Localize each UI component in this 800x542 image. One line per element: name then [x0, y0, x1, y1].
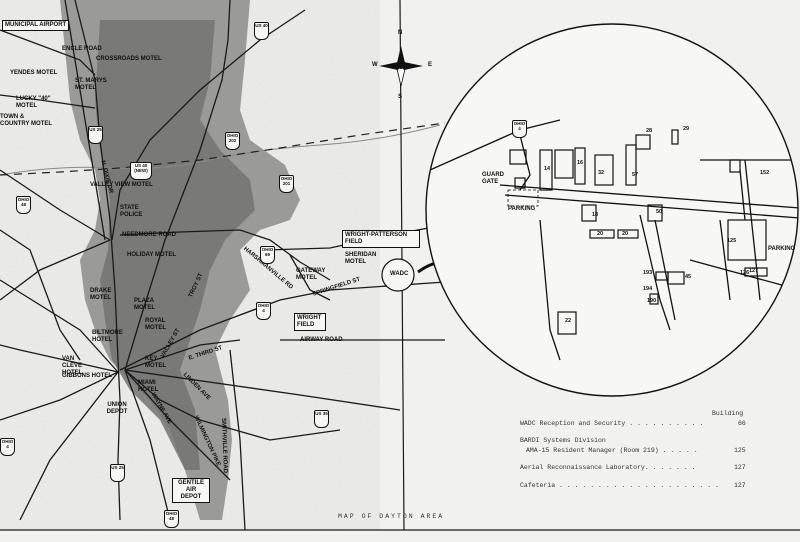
gibbons-hotel-label: GIBBONS HOTEL	[62, 373, 113, 379]
wright-patterson-field-label: WRIGHT-PATTERSON FIELD	[342, 230, 420, 248]
us-25-shield-north: US 25	[88, 126, 103, 144]
legend-row-3-text: AMA-15 Resident Manager (Room 219) . . .…	[526, 447, 698, 454]
drake-motel-label: DRAKE MOTEL	[90, 288, 112, 301]
town-country-motel-label: TOWN & COUNTRY MOTEL	[0, 114, 52, 127]
gateway-motel-label: GATEWAY MOTEL	[296, 268, 326, 281]
building-32: 32	[598, 170, 605, 176]
wadc-callout-circle	[381, 258, 415, 292]
building-57: 57	[632, 172, 639, 178]
rivers	[0, 124, 441, 176]
legend-header: Building	[712, 410, 744, 417]
ohio-4-shield-inset: OHIO 4	[512, 120, 527, 138]
north-label: N	[398, 30, 403, 36]
legend-row-4-num: 127	[734, 464, 746, 471]
royal-motel-label: ROYAL MOTEL	[145, 318, 166, 331]
legend-row-5-text: Cafeteria . . . . . . . . . . . . . . . …	[520, 482, 719, 489]
ohio-201-shield: OHIO 201	[279, 175, 294, 193]
county-line	[0, 122, 446, 176]
south-label: S	[398, 94, 403, 100]
building-16: 16	[577, 160, 584, 166]
building-45: 45	[685, 274, 692, 280]
compass-rose-icon	[379, 46, 423, 87]
lucky-40-motel-label: LUCKY "40" MOTEL	[16, 96, 51, 109]
parking-lot-1	[507, 189, 539, 207]
legend-row-4-text: Aerial Reconnaissance Laboratory. . . . …	[520, 464, 696, 471]
map-caption: MAP OF DAYTON AREA	[338, 513, 445, 520]
biltmore-hotel-label: BILTMORE HOTEL	[92, 330, 123, 343]
west-label: W	[372, 62, 378, 68]
inset-circle	[425, 23, 799, 397]
building-20b: 20	[622, 231, 629, 237]
building-127: 127	[749, 268, 759, 274]
us-40-shield: US 40	[254, 22, 269, 40]
plaza-motel-label: PLAZA MOTEL	[134, 298, 155, 311]
parking-1-label: PARKING	[508, 206, 536, 212]
legend-row-5-num: 127	[734, 482, 746, 489]
building-18: 18	[592, 212, 599, 218]
holiday-motel-label: HOLIDAY MOTEL	[127, 252, 177, 258]
municipal-airport-label: MUNICIPAL AIRPORT	[2, 20, 70, 31]
legend-row-1-num: 66	[738, 420, 746, 427]
us-35-shield: US 35	[314, 410, 329, 428]
needmore-road-label: NEEDMORE ROAD	[122, 232, 177, 238]
miami-hotel-label: MIAMI HOTEL	[138, 380, 159, 393]
building-22: 22	[565, 318, 572, 324]
legend-row-2-text: BARDI Systems Division	[520, 437, 606, 444]
ohio-4-shield-east: OHIO 4	[256, 302, 271, 320]
legend-row-1-text: WADC Reception and Security . . . . . . …	[520, 420, 704, 427]
ohio-4-shield-west: OHIO 4	[0, 438, 15, 456]
road-network	[0, 0, 446, 531]
building-29: 29	[683, 126, 690, 132]
union-depot-label: UNION DEPOT	[106, 402, 128, 415]
ohio-48-shield-north: OHIO 48	[16, 196, 31, 214]
airway-road-label: AIRWAY ROAD	[300, 337, 343, 343]
guard-gate-label: GUARD GATE	[482, 172, 504, 185]
gentile-air-depot-label: GENTILE AIR DEPOT	[172, 478, 210, 503]
east-label: E	[428, 62, 433, 68]
building-14: 14	[544, 166, 551, 172]
parking-2-label: PARKING	[768, 246, 796, 252]
sheridan-motel-label: SHERIDAN MOTEL	[345, 252, 377, 265]
building-194: 194	[643, 286, 653, 292]
yendes-motel-label: YENDES MOTEL	[10, 70, 58, 76]
building-50: 50	[656, 209, 663, 215]
ohio-48-shield-south: OHIO 48	[164, 510, 179, 528]
st-marys-motel-label: ST. MARYS MOTEL	[75, 78, 107, 91]
ohio-69-shield: OHIO 69	[260, 246, 275, 264]
inset-building-outlines	[509, 129, 768, 335]
valley-view-motel-label: VALLEY VIEW MOTEL	[90, 182, 153, 188]
us-40-new-shield: US 40 (NEW)	[130, 162, 152, 180]
inset-roads	[429, 119, 798, 361]
encle-road-label: ENCLE ROAD	[62, 46, 102, 52]
building-193: 193	[643, 270, 653, 276]
wadc-callout-label: WADC	[390, 271, 409, 277]
building-190: 190	[647, 298, 657, 304]
urban-shading	[0, 0, 380, 530]
key-motel-label: KEY MOTEL	[145, 356, 166, 369]
building-28: 28	[646, 128, 653, 134]
building-20a: 20	[597, 231, 604, 237]
crossroads-motel-label: CROSSROADS MOTEL	[96, 56, 162, 62]
state-police-label: STATE POLICE	[120, 205, 143, 218]
building-126: 126	[740, 270, 750, 276]
wright-field-label: WRIGHT FIELD	[294, 313, 326, 331]
building-152: 152	[760, 170, 770, 176]
us-25-shield-south: US 25	[110, 464, 125, 482]
van-cleve-hotel-label: VAN CLEVE HOTEL	[62, 356, 83, 376]
legend-row-3-num: 125	[734, 447, 746, 454]
building-125: 125	[727, 238, 737, 244]
ohio-202-shield: OHIO 202	[225, 132, 240, 150]
